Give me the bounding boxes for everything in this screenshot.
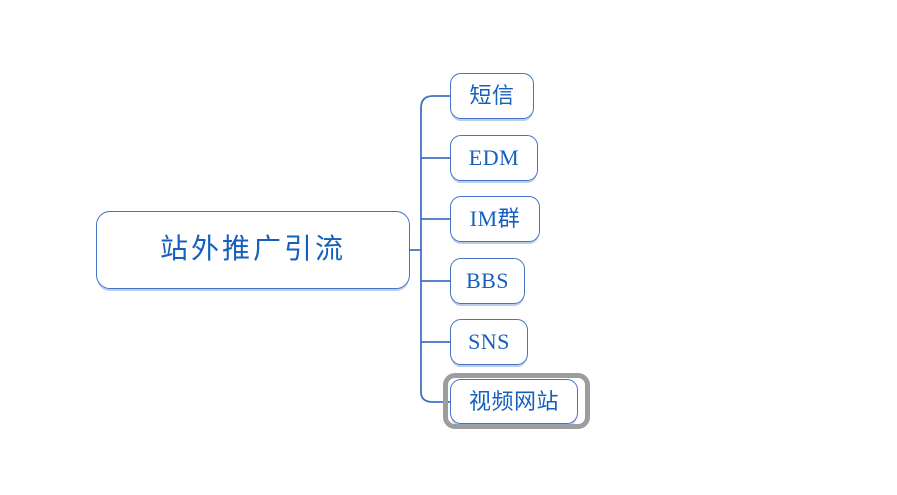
node-video-site-label: 视频网站 — [468, 388, 559, 414]
node-sms[interactable]: 短信 — [450, 73, 534, 119]
root-node-label: 站外推广引流 — [159, 234, 346, 265]
node-sns[interactable]: SNS — [450, 319, 528, 365]
root-node[interactable]: 站外推广引流 — [96, 211, 410, 289]
node-sms-label: 短信 — [469, 83, 515, 108]
connector-to-sms — [420, 95, 451, 109]
node-im-group[interactable]: IM群 — [450, 196, 540, 242]
node-bbs[interactable]: BBS — [450, 258, 525, 304]
node-im-group-label: IM群 — [469, 206, 521, 231]
node-edm[interactable]: EDM — [450, 135, 538, 181]
node-video-site[interactable]: 视频网站 — [450, 379, 578, 424]
selection-frame — [443, 373, 590, 429]
node-sns-label: SNS — [468, 329, 510, 354]
node-edm-label: EDM — [468, 145, 520, 170]
node-bbs-label: BBS — [465, 268, 510, 293]
